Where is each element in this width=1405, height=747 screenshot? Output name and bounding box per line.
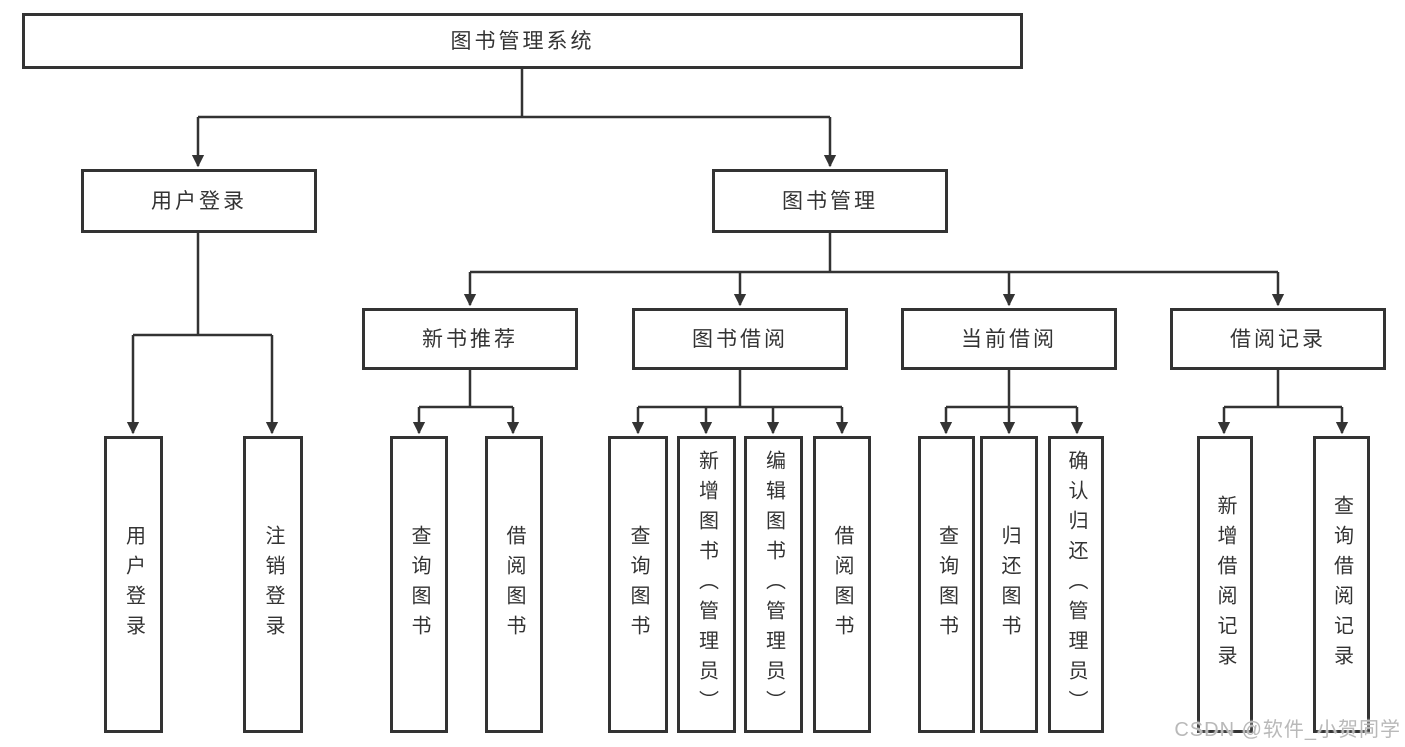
leaf-user-login: 用户登录 xyxy=(104,436,163,733)
node-book-management: 图书管理 xyxy=(712,169,948,233)
node-borrow-records: 借阅记录 xyxy=(1170,308,1386,370)
connector-arrow-lines xyxy=(126,117,1349,435)
node-new-book-recommend-label: 新书推荐 xyxy=(422,327,518,351)
node-book-borrow: 图书借阅 xyxy=(632,308,848,370)
node-book-borrow-label: 图书借阅 xyxy=(692,327,788,351)
leaf-query-books-recommend-label: 查询图书 xyxy=(408,524,430,645)
leaf-borrow-books-recommend-label: 借阅图书 xyxy=(503,524,525,645)
leaf-add-book-admin: 新增图书（管理员） xyxy=(677,436,736,733)
leaf-edit-book-admin-label: 编辑图书（管理员） xyxy=(762,449,785,720)
leaf-borrow-books-recommend: 借阅图书 xyxy=(485,436,543,733)
leaf-add-borrow-record-label: 新增借阅记录 xyxy=(1214,494,1236,675)
leaf-user-login-label: 用户登录 xyxy=(122,524,145,645)
leaf-return-book: 归还图书 xyxy=(980,436,1038,733)
node-user-login-label: 用户登录 xyxy=(151,189,247,213)
leaf-query-books-current: 查询图书 xyxy=(918,436,975,733)
leaf-query-books-recommend: 查询图书 xyxy=(390,436,448,733)
leaf-edit-book-admin: 编辑图书（管理员） xyxy=(744,436,803,733)
node-user-login: 用户登录 xyxy=(81,169,317,233)
leaf-add-borrow-record: 新增借阅记录 xyxy=(1197,436,1253,733)
leaf-query-borrow-record-label: 查询借阅记录 xyxy=(1330,494,1353,675)
leaf-confirm-return-admin-label: 确认归还（管理员） xyxy=(1065,449,1087,720)
leaf-logout: 注销登录 xyxy=(243,436,303,733)
leaf-return-book-label: 归还图书 xyxy=(998,524,1020,645)
leaf-query-books-current-label: 查询图书 xyxy=(935,524,958,645)
node-current-borrow-label: 当前借阅 xyxy=(961,327,1057,351)
leaf-query-books-borrow-label: 查询图书 xyxy=(627,524,649,645)
node-library-system-label: 图书管理系统 xyxy=(450,29,595,53)
node-library-system: 图书管理系统 xyxy=(22,13,1023,69)
leaf-confirm-return-admin: 确认归还（管理员） xyxy=(1048,436,1104,733)
leaf-query-books-borrow: 查询图书 xyxy=(608,436,668,733)
leaf-query-borrow-record: 查询借阅记录 xyxy=(1313,436,1370,733)
watermark: CSDN @软件_小贺同学 xyxy=(1174,719,1401,741)
leaf-borrow-books: 借阅图书 xyxy=(813,436,871,733)
node-book-management-label: 图书管理 xyxy=(782,189,878,213)
node-new-book-recommend: 新书推荐 xyxy=(362,308,578,370)
node-current-borrow: 当前借阅 xyxy=(901,308,1117,370)
node-borrow-records-label: 借阅记录 xyxy=(1230,327,1326,351)
leaf-add-book-admin-label: 新增图书（管理员） xyxy=(695,449,718,720)
leaf-borrow-books-label: 借阅图书 xyxy=(831,524,853,645)
leaf-logout-label: 注销登录 xyxy=(262,524,284,645)
